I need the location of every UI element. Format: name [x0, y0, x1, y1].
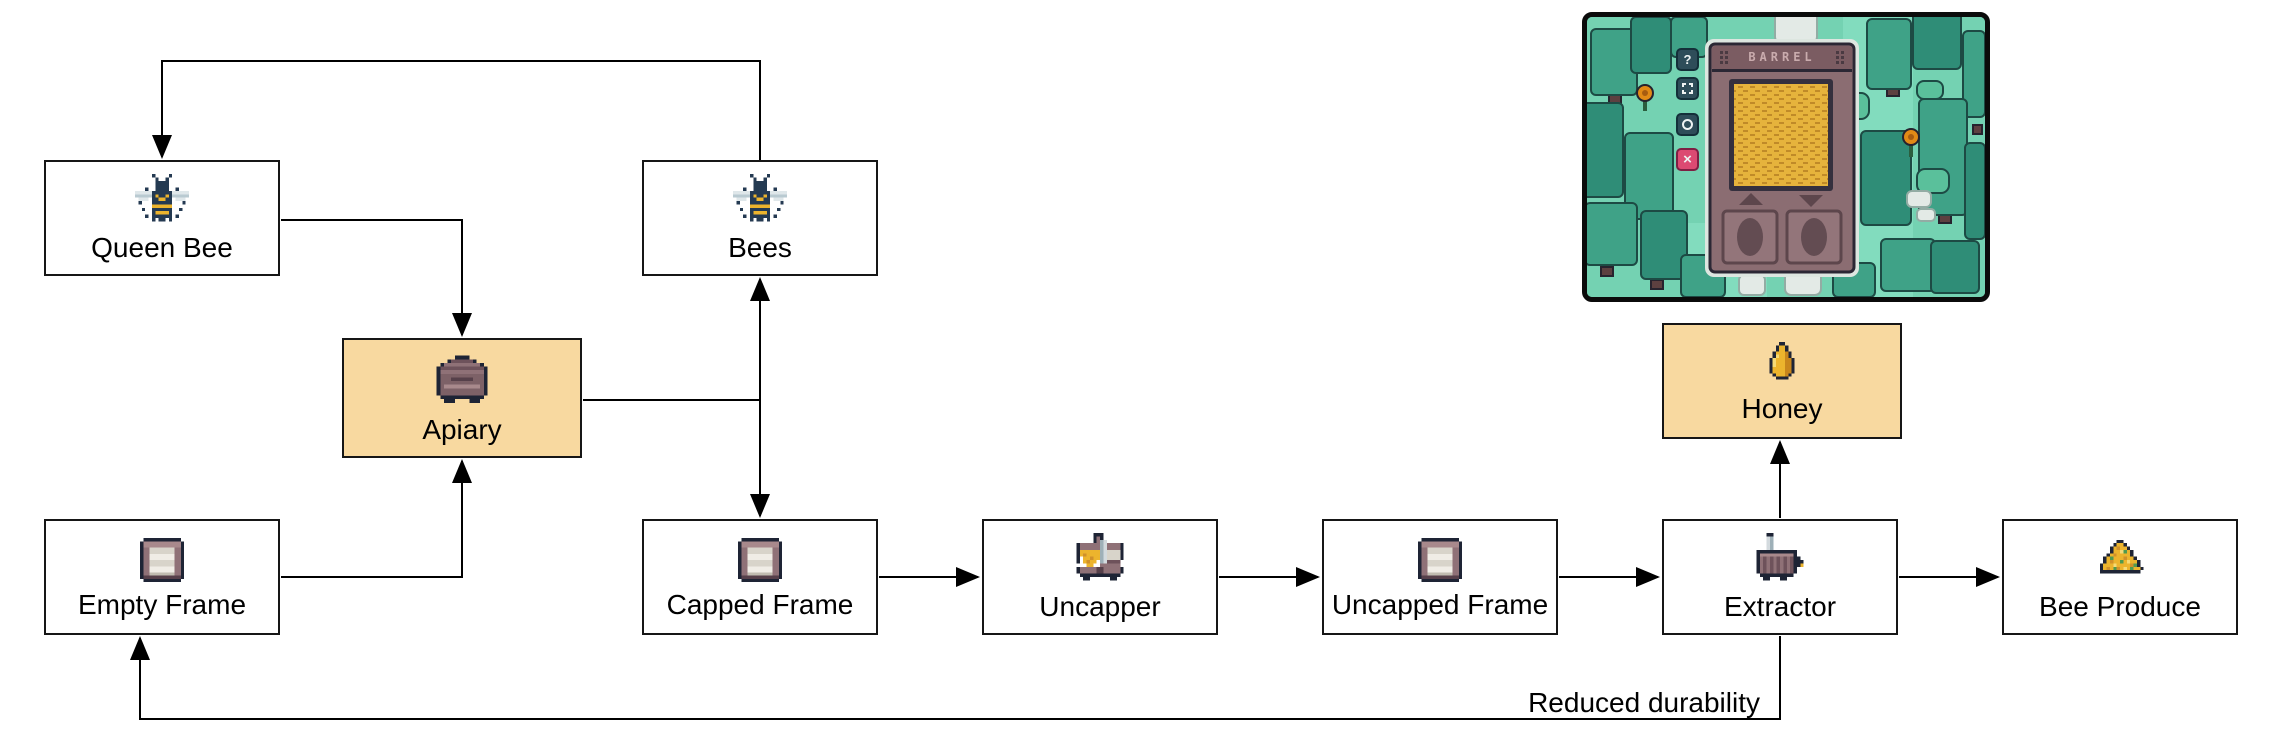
node-label: Bees	[728, 232, 792, 263]
node-queen-bee[interactable]: Queen Bee	[44, 160, 280, 276]
node-empty-frame[interactable]: Empty Frame	[44, 519, 280, 635]
game-scene	[1587, 17, 1985, 297]
node-label: Bee Produce	[2039, 591, 2201, 622]
frame-icon	[735, 535, 785, 585]
node-bee-produce[interactable]: Bee Produce	[2002, 519, 2238, 635]
question-mark-icon: ?	[1683, 52, 1692, 67]
game-screenshot: BARREL ? ×	[1582, 12, 1990, 302]
bee-icon	[733, 174, 787, 228]
edge-bees-to-queen-bee	[152, 60, 761, 162]
node-honey[interactable]: Honey	[1662, 323, 1902, 439]
node-extractor[interactable]: Extractor	[1662, 519, 1898, 635]
circle-button	[1676, 113, 1699, 136]
node-uncapped-frame[interactable]: Uncapped Frame	[1322, 519, 1558, 635]
node-label: Empty Frame	[77, 589, 247, 620]
apiary-icon	[433, 352, 491, 410]
close-icon: ×	[1683, 151, 1692, 168]
extractor-icon	[1753, 533, 1807, 587]
uncapper-icon	[1073, 533, 1127, 587]
circle-icon	[1682, 119, 1693, 130]
node-label: Extractor	[1723, 591, 1837, 622]
fullscreen-button	[1676, 77, 1699, 100]
help-button: ?	[1676, 48, 1699, 71]
edge-extractor-to-empty-frame	[130, 636, 1781, 720]
edge-apiary-to-bees	[583, 277, 770, 401]
fullscreen-icon	[1682, 83, 1693, 94]
node-bees[interactable]: Bees	[642, 160, 878, 276]
frame-icon	[137, 535, 187, 585]
close-button: ×	[1676, 148, 1699, 171]
node-label: Honey	[1741, 393, 1823, 424]
frame-icon	[1415, 535, 1465, 585]
node-label: Capped Frame	[666, 589, 854, 620]
queen-bee-icon	[135, 174, 189, 228]
node-apiary[interactable]: Apiary	[342, 338, 582, 458]
edge-queen-bee-to-apiary	[281, 219, 472, 337]
node-label: Uncapper	[1039, 591, 1161, 622]
reduced-durability-label: Reduced durability	[1528, 687, 1760, 718]
edge-empty-frame-to-apiary	[281, 459, 472, 578]
bee-produce-icon	[2093, 533, 2147, 587]
node-label: Queen Bee	[91, 232, 233, 263]
node-label: Uncapped Frame	[1331, 589, 1549, 620]
node-label: Apiary	[422, 414, 502, 445]
honey-drop-icon	[1757, 339, 1807, 389]
node-uncapper[interactable]: Uncapper	[982, 519, 1218, 635]
node-capped-frame[interactable]: Capped Frame	[642, 519, 878, 635]
